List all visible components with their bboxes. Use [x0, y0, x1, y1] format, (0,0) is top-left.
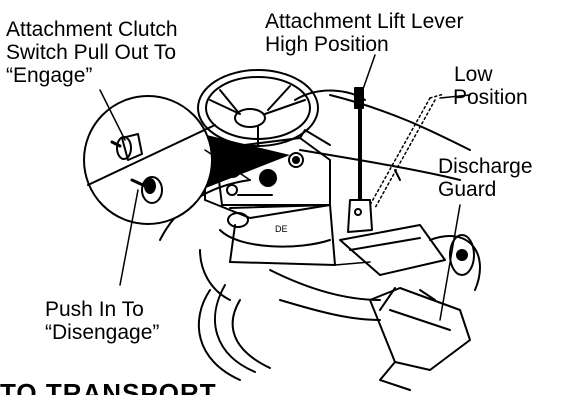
push-label-line2: “Disengage”	[45, 321, 159, 344]
rear-wheel	[199, 285, 270, 380]
discharge-guard-label: Discharge Guard	[438, 155, 533, 201]
steering-wheel	[198, 70, 318, 146]
lift-lever	[348, 88, 372, 232]
clutch-inset	[84, 96, 215, 224]
body-panel: DE	[228, 205, 335, 265]
lift-lever-label-line2: High Position	[265, 33, 463, 56]
svg-text:DE: DE	[275, 224, 288, 234]
clutch-label-line2: Switch Pull Out To	[6, 41, 178, 64]
clutch-label: Attachment Clutch Switch Pull Out To “En…	[6, 18, 178, 87]
low-position-label-line2: Position	[453, 86, 528, 109]
clutch-label-line3: “Engage”	[6, 64, 178, 87]
lift-lever-label-line1: Attachment Lift Lever	[265, 10, 463, 33]
section-heading: TO TRANSPORT	[0, 378, 300, 395]
low-position-label-line1: Low	[454, 63, 528, 86]
lift-lever-label: Attachment Lift Lever High Position	[265, 10, 463, 56]
push-label: Push In To “Disengage”	[45, 298, 159, 344]
discharge-guard-label-line1: Discharge	[438, 155, 533, 178]
discharge-guard-label-line2: Guard	[438, 178, 533, 201]
clutch-label-line1: Attachment Clutch	[6, 18, 178, 41]
low-position-label: Low Position	[454, 63, 528, 109]
running-board	[270, 225, 445, 320]
push-label-line1: Push In To	[45, 298, 159, 321]
discharge-guard-shape	[370, 288, 470, 390]
